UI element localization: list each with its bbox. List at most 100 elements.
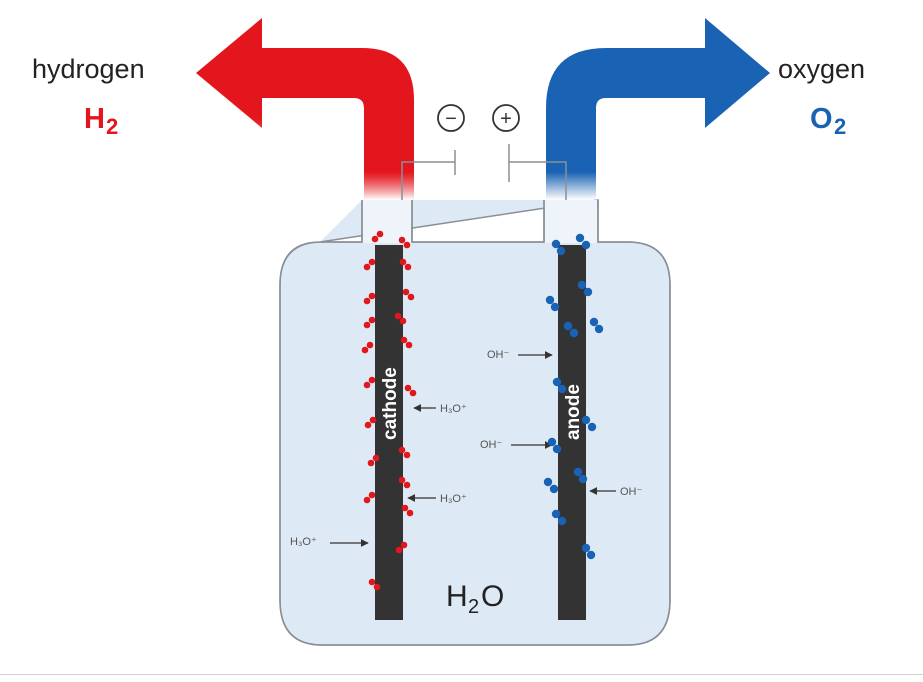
hydrogen-bubble	[372, 454, 380, 462]
water-label-subscript: 2	[468, 596, 479, 618]
gas-bubbles	[361, 230, 604, 591]
anode-wire	[509, 161, 567, 200]
oxygen-bubble	[550, 302, 560, 312]
oxygen-bubble	[549, 484, 559, 494]
oxygen-bubble	[581, 415, 591, 425]
hydroxide-ion-label: OH⁻	[480, 439, 503, 451]
hydrogen-formula-letter: H	[84, 103, 105, 135]
oxygen-arrow-head	[650, 18, 770, 128]
hydrogen-bubble	[398, 476, 406, 484]
oxygen-bubble	[577, 280, 587, 290]
hydrogen-bubble	[409, 389, 417, 397]
bottom-divider	[0, 674, 923, 675]
cathode-wire	[401, 161, 455, 200]
water-label-h: H	[446, 580, 468, 613]
hydrogen-bubble	[402, 288, 410, 296]
hydrogen-bubble	[400, 541, 408, 549]
container-outline	[279, 200, 671, 646]
hydrogen-bubble	[403, 451, 411, 459]
oxygen-bubble	[552, 444, 562, 454]
hydroxide-ion-label: OH⁻	[487, 349, 510, 361]
hydrogen-bubble	[363, 321, 371, 329]
hydrogen-bubble	[368, 491, 376, 499]
hydrogen-bubble	[363, 297, 371, 305]
hydrogen-bubble	[400, 336, 408, 344]
hydrogen-bubble	[404, 263, 412, 271]
hydrogen-arrow-top	[262, 48, 362, 98]
hydrogen-bubble	[399, 317, 407, 325]
hydrogen-bubble	[363, 496, 371, 504]
oxygen-bubble	[552, 377, 562, 387]
oxygen-bubble	[573, 467, 583, 477]
container-neck-inner	[411, 200, 545, 243]
hydrogen-bubble	[398, 236, 406, 244]
negative-terminal-sign: −	[445, 108, 457, 130]
oxygen-name-label: oxygen	[778, 54, 865, 84]
hydrogen-bubble	[363, 381, 371, 389]
hydrogen-bubble	[364, 421, 372, 429]
positive-terminal-sign: +	[500, 108, 512, 130]
hydrogen-bubble	[368, 316, 376, 324]
anode-electrode	[558, 245, 586, 620]
oxygen-bubble	[583, 287, 593, 297]
hydrogen-bubble	[406, 509, 414, 517]
hydrogen-bubble	[368, 292, 376, 300]
hydronium-ion-label: H₃O⁺	[290, 536, 317, 548]
hydrogen-bubble	[399, 258, 407, 266]
oxygen-formula-letter: O	[810, 103, 833, 135]
hydrogen-bubble	[376, 230, 384, 238]
oxygen-bubble	[551, 239, 561, 249]
negative-terminal-circle	[437, 104, 465, 132]
oxygen-bubble	[556, 246, 566, 256]
hydrogen-bubble	[394, 312, 402, 320]
oxygen-bubble	[569, 328, 579, 338]
ion-annotations: H₃O⁺H₃O⁺H₃O⁺OH⁻OH⁻OH⁻	[290, 349, 643, 548]
water-label: H 2 O	[446, 580, 504, 618]
oxygen-bubble	[589, 317, 599, 327]
oxygen-arrow-fade	[546, 138, 596, 200]
hydrogen-bubble	[395, 546, 403, 554]
hydrogen-bubble	[363, 263, 371, 271]
hydrogen-formula-subscript: 2	[106, 114, 118, 139]
cathode-label: cathode	[380, 367, 401, 440]
hydrogen-bubble	[368, 578, 376, 586]
hydrogen-bubble	[401, 504, 409, 512]
anode-neck	[545, 200, 597, 243]
oxygen-bubble	[594, 324, 604, 334]
hydrogen-bubble	[367, 459, 375, 467]
hydroxide-ion-label: OH⁻	[620, 486, 643, 498]
oxygen-formula: O 2	[810, 103, 846, 139]
hydrogen-arrow-fade	[364, 138, 414, 200]
hydrogen-bubble	[398, 446, 406, 454]
hydrogen-formula: H 2	[84, 103, 118, 139]
hydrogen-arrow-bend	[354, 48, 414, 140]
hydrogen-bubble	[361, 346, 369, 354]
hydrogen-bubble	[403, 241, 411, 249]
cathode-neck	[363, 200, 411, 243]
oxygen-formula-subscript: 2	[834, 114, 846, 139]
hydrogen-bubble	[368, 376, 376, 384]
oxygen-bubble	[581, 240, 591, 250]
positive-terminal-circle	[492, 104, 520, 132]
oxygen-bubble	[578, 474, 588, 484]
oxygen-bubble	[581, 543, 591, 553]
hydrogen-bubble	[403, 481, 411, 489]
hydrogen-bubble	[369, 416, 377, 424]
oxygen-bubble	[563, 321, 573, 331]
anode-label: anode	[563, 384, 584, 440]
oxygen-bubble	[543, 477, 553, 487]
oxygen-bubble	[551, 509, 561, 519]
hydrogen-name-label: hydrogen	[32, 54, 145, 84]
hydrogen-bubble	[371, 235, 379, 243]
hydrogen-bubble	[368, 258, 376, 266]
hydrogen-bubble	[366, 341, 374, 349]
water-label-o: O	[481, 580, 504, 613]
oxygen-arrow-bend	[546, 48, 650, 140]
hydrogen-bubble	[404, 384, 412, 392]
container-fill-main	[281, 243, 669, 644]
oxygen-bubble	[557, 384, 567, 394]
oxygen-bubble	[545, 295, 555, 305]
oxygen-bubble	[575, 233, 585, 243]
